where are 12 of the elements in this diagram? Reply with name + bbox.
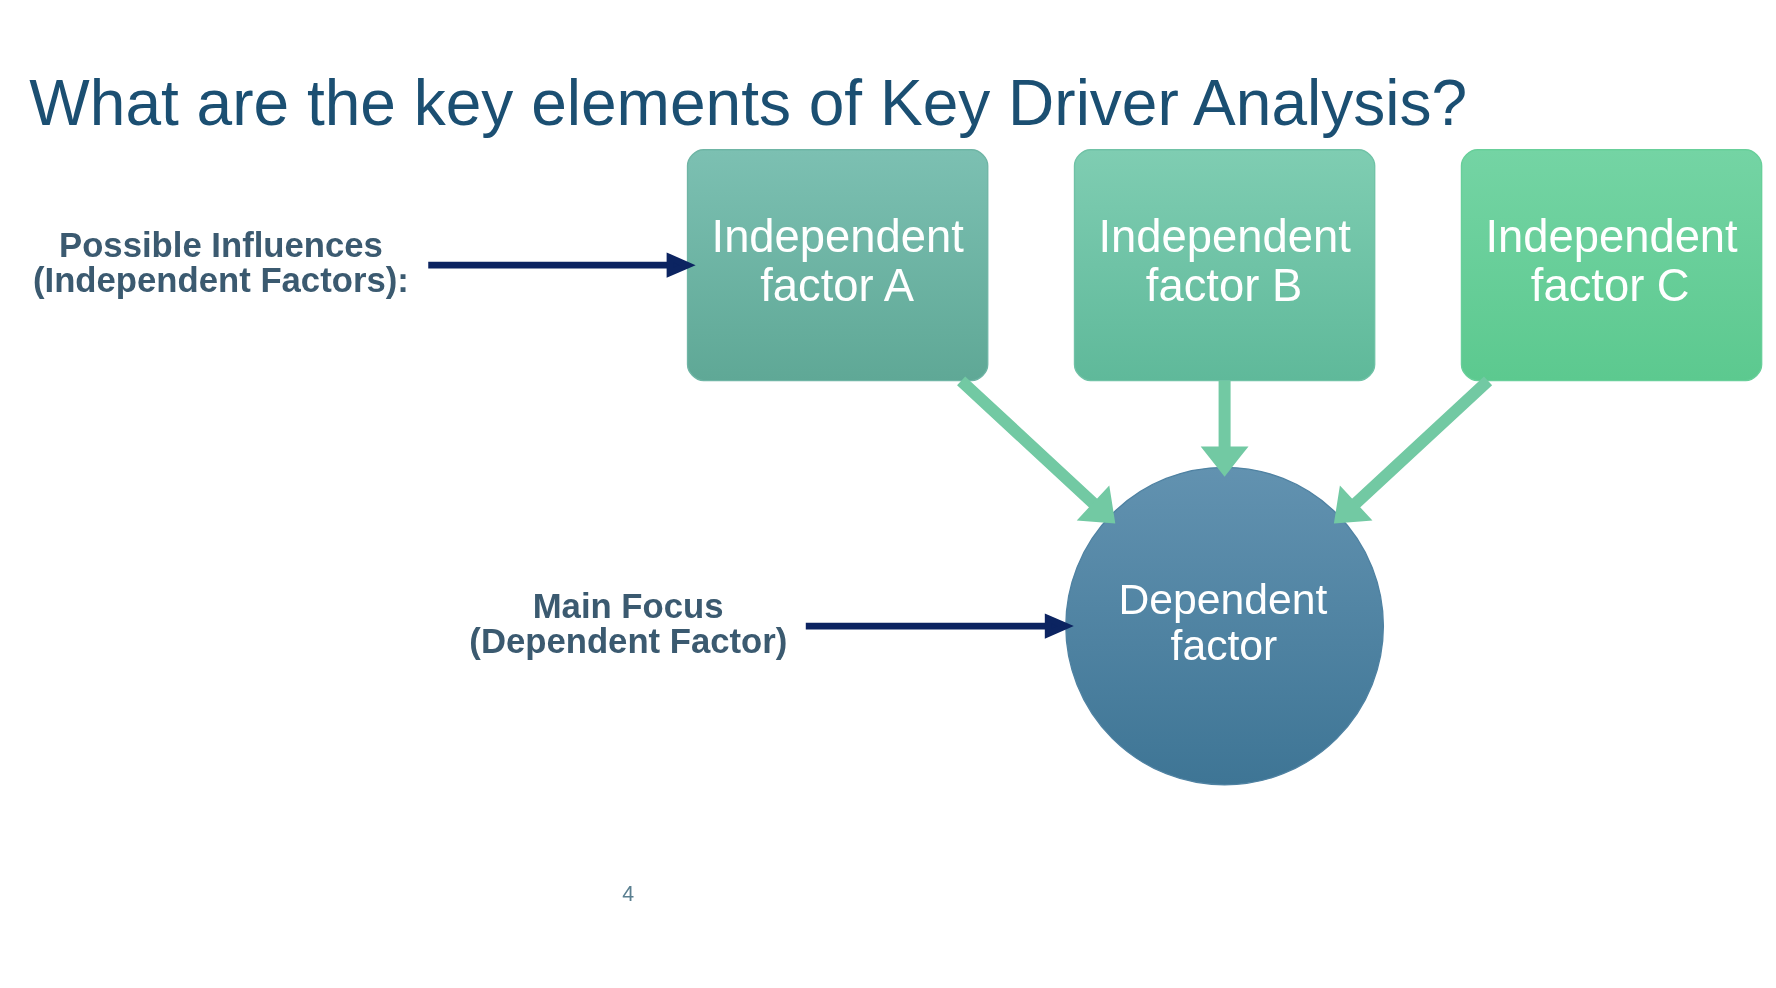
arrow	[1333, 376, 1493, 524]
node-box: Independent factor A	[686, 149, 989, 382]
label: 4	[622, 881, 635, 906]
arrow	[1200, 380, 1249, 477]
arrow	[957, 376, 1116, 524]
arrow	[805, 613, 1074, 639]
node-box: Independent factor C	[1460, 149, 1763, 382]
node-circle: Dependent factor	[1065, 466, 1385, 786]
node-box: Independent factor B	[1073, 149, 1376, 382]
node-text: Main Focus (Dependent Factor)	[469, 586, 788, 660]
node-text: Possible Influences (Independent Factors):	[33, 225, 409, 299]
diagram-title: What are the key elements of Key Driver Analysis?	[29, 66, 1468, 139]
